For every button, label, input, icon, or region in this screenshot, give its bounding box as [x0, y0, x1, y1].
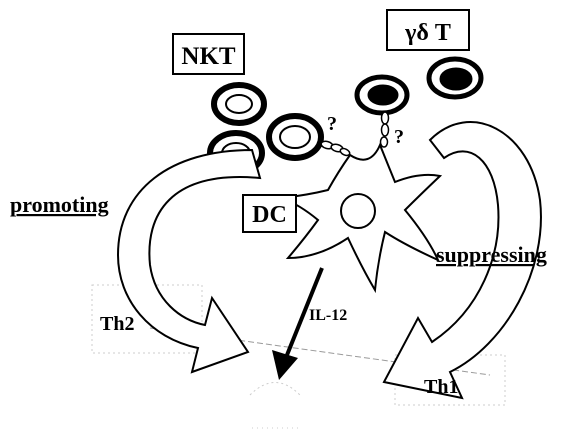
question-mark-left: ?: [327, 113, 337, 135]
question-mark-right: ?: [394, 126, 404, 148]
dendritic-cell: [282, 145, 440, 290]
nkt-label: NKT: [181, 43, 236, 70]
gamma-delta-dc-contact: [381, 112, 389, 147]
gamma-delta-t-cell-2: [429, 59, 481, 97]
nkt-cell-3: [269, 116, 321, 158]
th1-label: Th1: [424, 376, 458, 398]
suppressing-label: suppressing: [436, 242, 547, 267]
nkt-label-box: NKT: [173, 34, 244, 74]
promoting-arrow: [118, 150, 260, 372]
th2-label: Th2: [100, 313, 134, 335]
il12-arrow-head: [272, 350, 298, 380]
fulcrum-sketch: [250, 383, 300, 396]
nkt-dc-contact: [320, 140, 351, 157]
nkt-cell-1: [214, 85, 264, 123]
il12-label: IL-12: [309, 307, 347, 324]
dc-label: DC: [252, 202, 287, 228]
il12-arrow: [272, 268, 322, 380]
gamma-delta-t-cell-1: [357, 77, 407, 113]
dc-label-box: DC: [243, 195, 296, 232]
gamma-delta-t-label: γδ T: [404, 20, 451, 46]
gamma-delta-t-cells: [357, 59, 481, 113]
dc-nucleus: [341, 194, 375, 228]
promoting-label: promoting: [10, 192, 109, 217]
gamma-delta-t-label-box: γδ T: [387, 10, 469, 50]
